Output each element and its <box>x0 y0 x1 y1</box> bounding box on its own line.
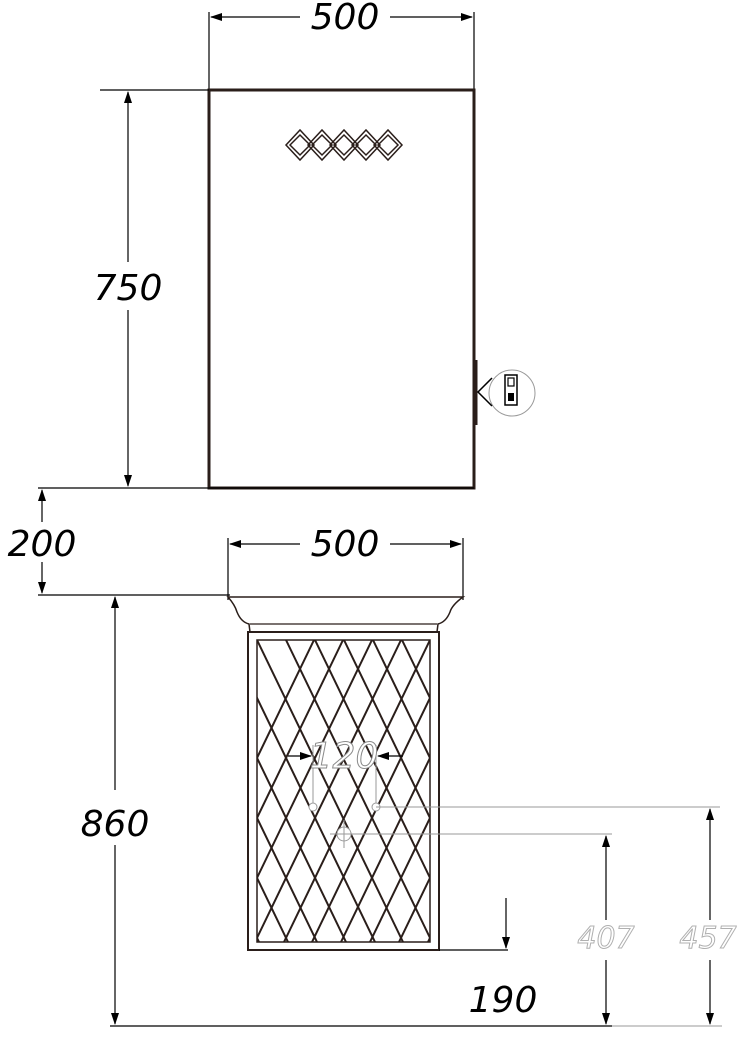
cabinet-height-dimension: 750 <box>94 89 209 487</box>
gap-label: 200 <box>8 524 77 565</box>
socket-callout-icon <box>476 369 536 417</box>
supply-height-label: 457 <box>679 921 736 956</box>
outlet-height-dimension: 190 <box>439 898 537 1021</box>
mirror-cabinet <box>207 88 536 490</box>
lattice-pattern <box>257 640 430 942</box>
cabinet-width-label: 500 <box>311 0 380 38</box>
gap-dimension: 200 <box>8 487 474 596</box>
drain-spacing-dimension: 120 <box>288 736 403 848</box>
outlet-height-label: 190 <box>469 980 538 1021</box>
diamond-ornament <box>284 128 404 162</box>
drain-spacing-label: 120 <box>310 736 379 777</box>
pipe-heights: 407 457 <box>344 806 737 1025</box>
vanity-width-dimension: 500 <box>227 524 464 600</box>
vanity-height-label: 860 <box>81 804 150 845</box>
cabinet-height-label: 750 <box>94 268 163 309</box>
vanity-height-dimension: 860 <box>81 596 150 1025</box>
cabinet-width-dimension: 500 <box>208 0 475 90</box>
vanity-width-label: 500 <box>311 524 380 565</box>
drain-height-label: 407 <box>577 921 634 956</box>
vanity-unit <box>226 596 466 951</box>
